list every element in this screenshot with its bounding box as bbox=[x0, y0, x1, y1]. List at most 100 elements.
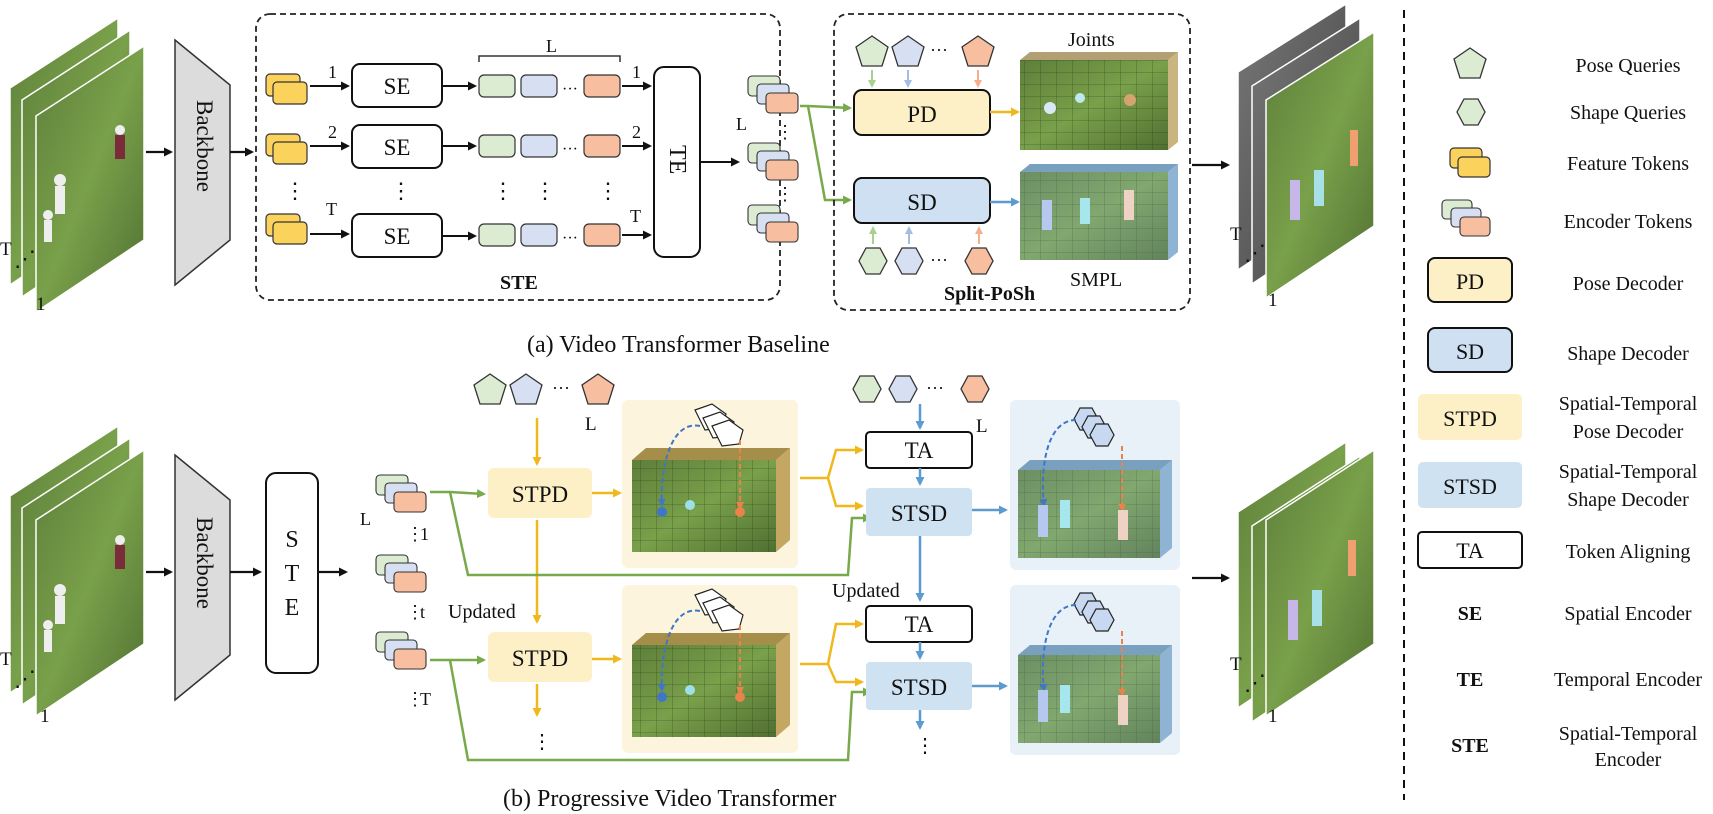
legend-label: Encoder Tokens bbox=[1564, 211, 1693, 233]
legend-abbr: SE bbox=[1458, 603, 1482, 625]
frames-one-label: 1 bbox=[36, 294, 46, 315]
tok-vdots-2: ⋮ bbox=[534, 178, 556, 203]
frames-one-label-b: 1 bbox=[40, 706, 50, 727]
legend-label-2: Pose Decoder bbox=[1573, 421, 1684, 443]
svg-text:···: ··· bbox=[930, 250, 948, 270]
se-box-2: SE bbox=[351, 124, 443, 169]
svg-text:···: ··· bbox=[562, 81, 578, 98]
legend-label: Token Aligning bbox=[1566, 541, 1691, 563]
stpd-box-2: STPD bbox=[488, 632, 592, 682]
sd-label: SD bbox=[907, 190, 936, 215]
se-vdots: ⋮ bbox=[390, 178, 412, 203]
se-label: SE bbox=[384, 74, 411, 99]
joints-label: Joints bbox=[1068, 29, 1115, 51]
ta-label-1: TA bbox=[905, 438, 934, 463]
tok-vdots-1: ⋮ bbox=[492, 178, 514, 203]
arrow-panel1-to-stsd bbox=[826, 477, 864, 511]
encoder-token-stack-3 bbox=[747, 204, 799, 243]
shape-volume-panel-2 bbox=[1010, 585, 1180, 755]
feature-token-icon bbox=[1449, 147, 1491, 178]
stsd-box-2: STSD bbox=[866, 662, 972, 710]
frames-t-label-b: T bbox=[0, 649, 12, 670]
arrow-tokens-to-sd bbox=[806, 105, 852, 205]
pd-box: PD bbox=[853, 89, 991, 136]
legend-item-pose-queries: Pose Queries bbox=[1453, 47, 1681, 79]
arrow-tok1-to-stpd1 bbox=[430, 489, 486, 499]
legend-abbr: STE bbox=[1451, 735, 1489, 757]
legend-label-2: Encoder bbox=[1595, 749, 1662, 771]
split-posh-panel: Split-PoSh bbox=[833, 13, 1191, 311]
stpd-label-1: STPD bbox=[512, 482, 568, 507]
svg-text:⋰: ⋰ bbox=[1244, 670, 1266, 695]
legend-item-shape-queries: Shape Queries bbox=[1456, 98, 1686, 126]
joints-volume: Joints bbox=[1020, 29, 1178, 150]
svg-text:⋰: ⋰ bbox=[1244, 240, 1266, 265]
L-brace bbox=[478, 55, 621, 62]
encoder-tokens-row-2: ··· bbox=[478, 134, 621, 158]
updated-label-1: Updated bbox=[448, 601, 516, 623]
pose-queries-bottom: ··· L bbox=[473, 373, 615, 435]
legend-abbr: STPD bbox=[1443, 406, 1497, 431]
legend-item-feature-tokens: Feature Tokens bbox=[1449, 147, 1689, 178]
backbone-bottom: Backbone bbox=[174, 453, 231, 702]
te-row-label-1: 1 bbox=[632, 62, 641, 82]
ta-box-1: TA bbox=[865, 431, 973, 469]
legend-abbr: PD bbox=[1456, 269, 1484, 294]
encoder-tokens-row-3: ··· bbox=[478, 223, 621, 247]
token-label-t: t bbox=[420, 602, 425, 622]
encoder-tokens-row-1: ··· bbox=[478, 74, 621, 98]
L-label-b: L bbox=[360, 509, 371, 529]
svg-text:⋰: ⋰ bbox=[14, 666, 36, 691]
tok-vdots-3: ⋮ bbox=[597, 178, 619, 203]
token-stack-b-2: ⋮ t bbox=[375, 554, 427, 622]
legend-label: Temporal Encoder bbox=[1554, 669, 1702, 691]
feature-tokens-row-3 bbox=[265, 213, 308, 245]
out-one-label: 1 bbox=[1268, 290, 1278, 311]
legend-label: Shape Decoder bbox=[1567, 343, 1689, 365]
te-box: TE bbox=[653, 66, 701, 258]
token-label-1: 1 bbox=[420, 524, 429, 544]
legend-item-se: SE Spatial Encoder bbox=[1458, 603, 1692, 625]
pose-queries-top: ··· bbox=[855, 35, 995, 67]
svg-text:···: ··· bbox=[930, 40, 948, 60]
L-label-pq: L bbox=[585, 414, 597, 435]
frames-dots: ⋰ bbox=[14, 246, 36, 271]
smpl-volume: SMPL bbox=[1020, 164, 1178, 291]
shape-queries-bottom: ··· L bbox=[852, 375, 990, 437]
output-frames-top: T ⋰ 1 bbox=[1230, 2, 1375, 311]
stpd-label-2: STPD bbox=[512, 646, 568, 671]
legend-label: Spatial-Temporal bbox=[1559, 393, 1698, 415]
legend-abbr: STSD bbox=[1443, 474, 1497, 499]
stack-vdots-1: ⋮ bbox=[776, 122, 794, 142]
ta-label-2: TA bbox=[905, 612, 934, 637]
encoder-token-stack-1 bbox=[747, 75, 799, 114]
encoder-token-icon bbox=[1441, 199, 1491, 237]
svg-text:···: ··· bbox=[562, 141, 578, 158]
legend-item-stsd: STSD Spatial-Temporal Shape Decoder bbox=[1418, 461, 1698, 511]
legend-label: Spatial-Temporal bbox=[1559, 461, 1698, 483]
caption-bottom: (b) Progressive Video Transformer bbox=[503, 786, 836, 812]
svg-text:···: ··· bbox=[552, 378, 570, 398]
L-label-stack: L bbox=[736, 114, 747, 134]
row-label-2: 2 bbox=[328, 122, 337, 142]
se-box-3: SE bbox=[351, 213, 443, 258]
pose-volume-panel-1 bbox=[622, 400, 798, 568]
smpl-label: SMPL bbox=[1070, 269, 1122, 291]
out-t-label-b: T bbox=[1230, 654, 1242, 675]
se-label: SE bbox=[384, 224, 411, 249]
input-frames-top: T ⋰ 1 bbox=[0, 16, 145, 315]
stsd-label-1: STSD bbox=[891, 501, 947, 526]
row-label-3: T bbox=[326, 199, 337, 219]
out-one-label-b: 1 bbox=[1268, 706, 1278, 727]
rows-vdots: ⋮ bbox=[284, 178, 306, 203]
arrow-tok1-to-stsd1 bbox=[448, 491, 872, 577]
legend-label: Pose Decoder bbox=[1573, 273, 1684, 295]
backbone-label-b: Backbone bbox=[192, 517, 217, 609]
svg-text:⋮: ⋮ bbox=[915, 735, 935, 757]
shape-volume-panel-1 bbox=[1010, 400, 1180, 570]
svg-text:⋮: ⋮ bbox=[406, 524, 424, 544]
token-stack-b-1: L ⋮ 1 bbox=[360, 474, 429, 544]
se-label: SE bbox=[384, 135, 411, 160]
hexagon-icon bbox=[1456, 98, 1486, 126]
arrow-tok3-to-stsd2 bbox=[448, 659, 872, 762]
